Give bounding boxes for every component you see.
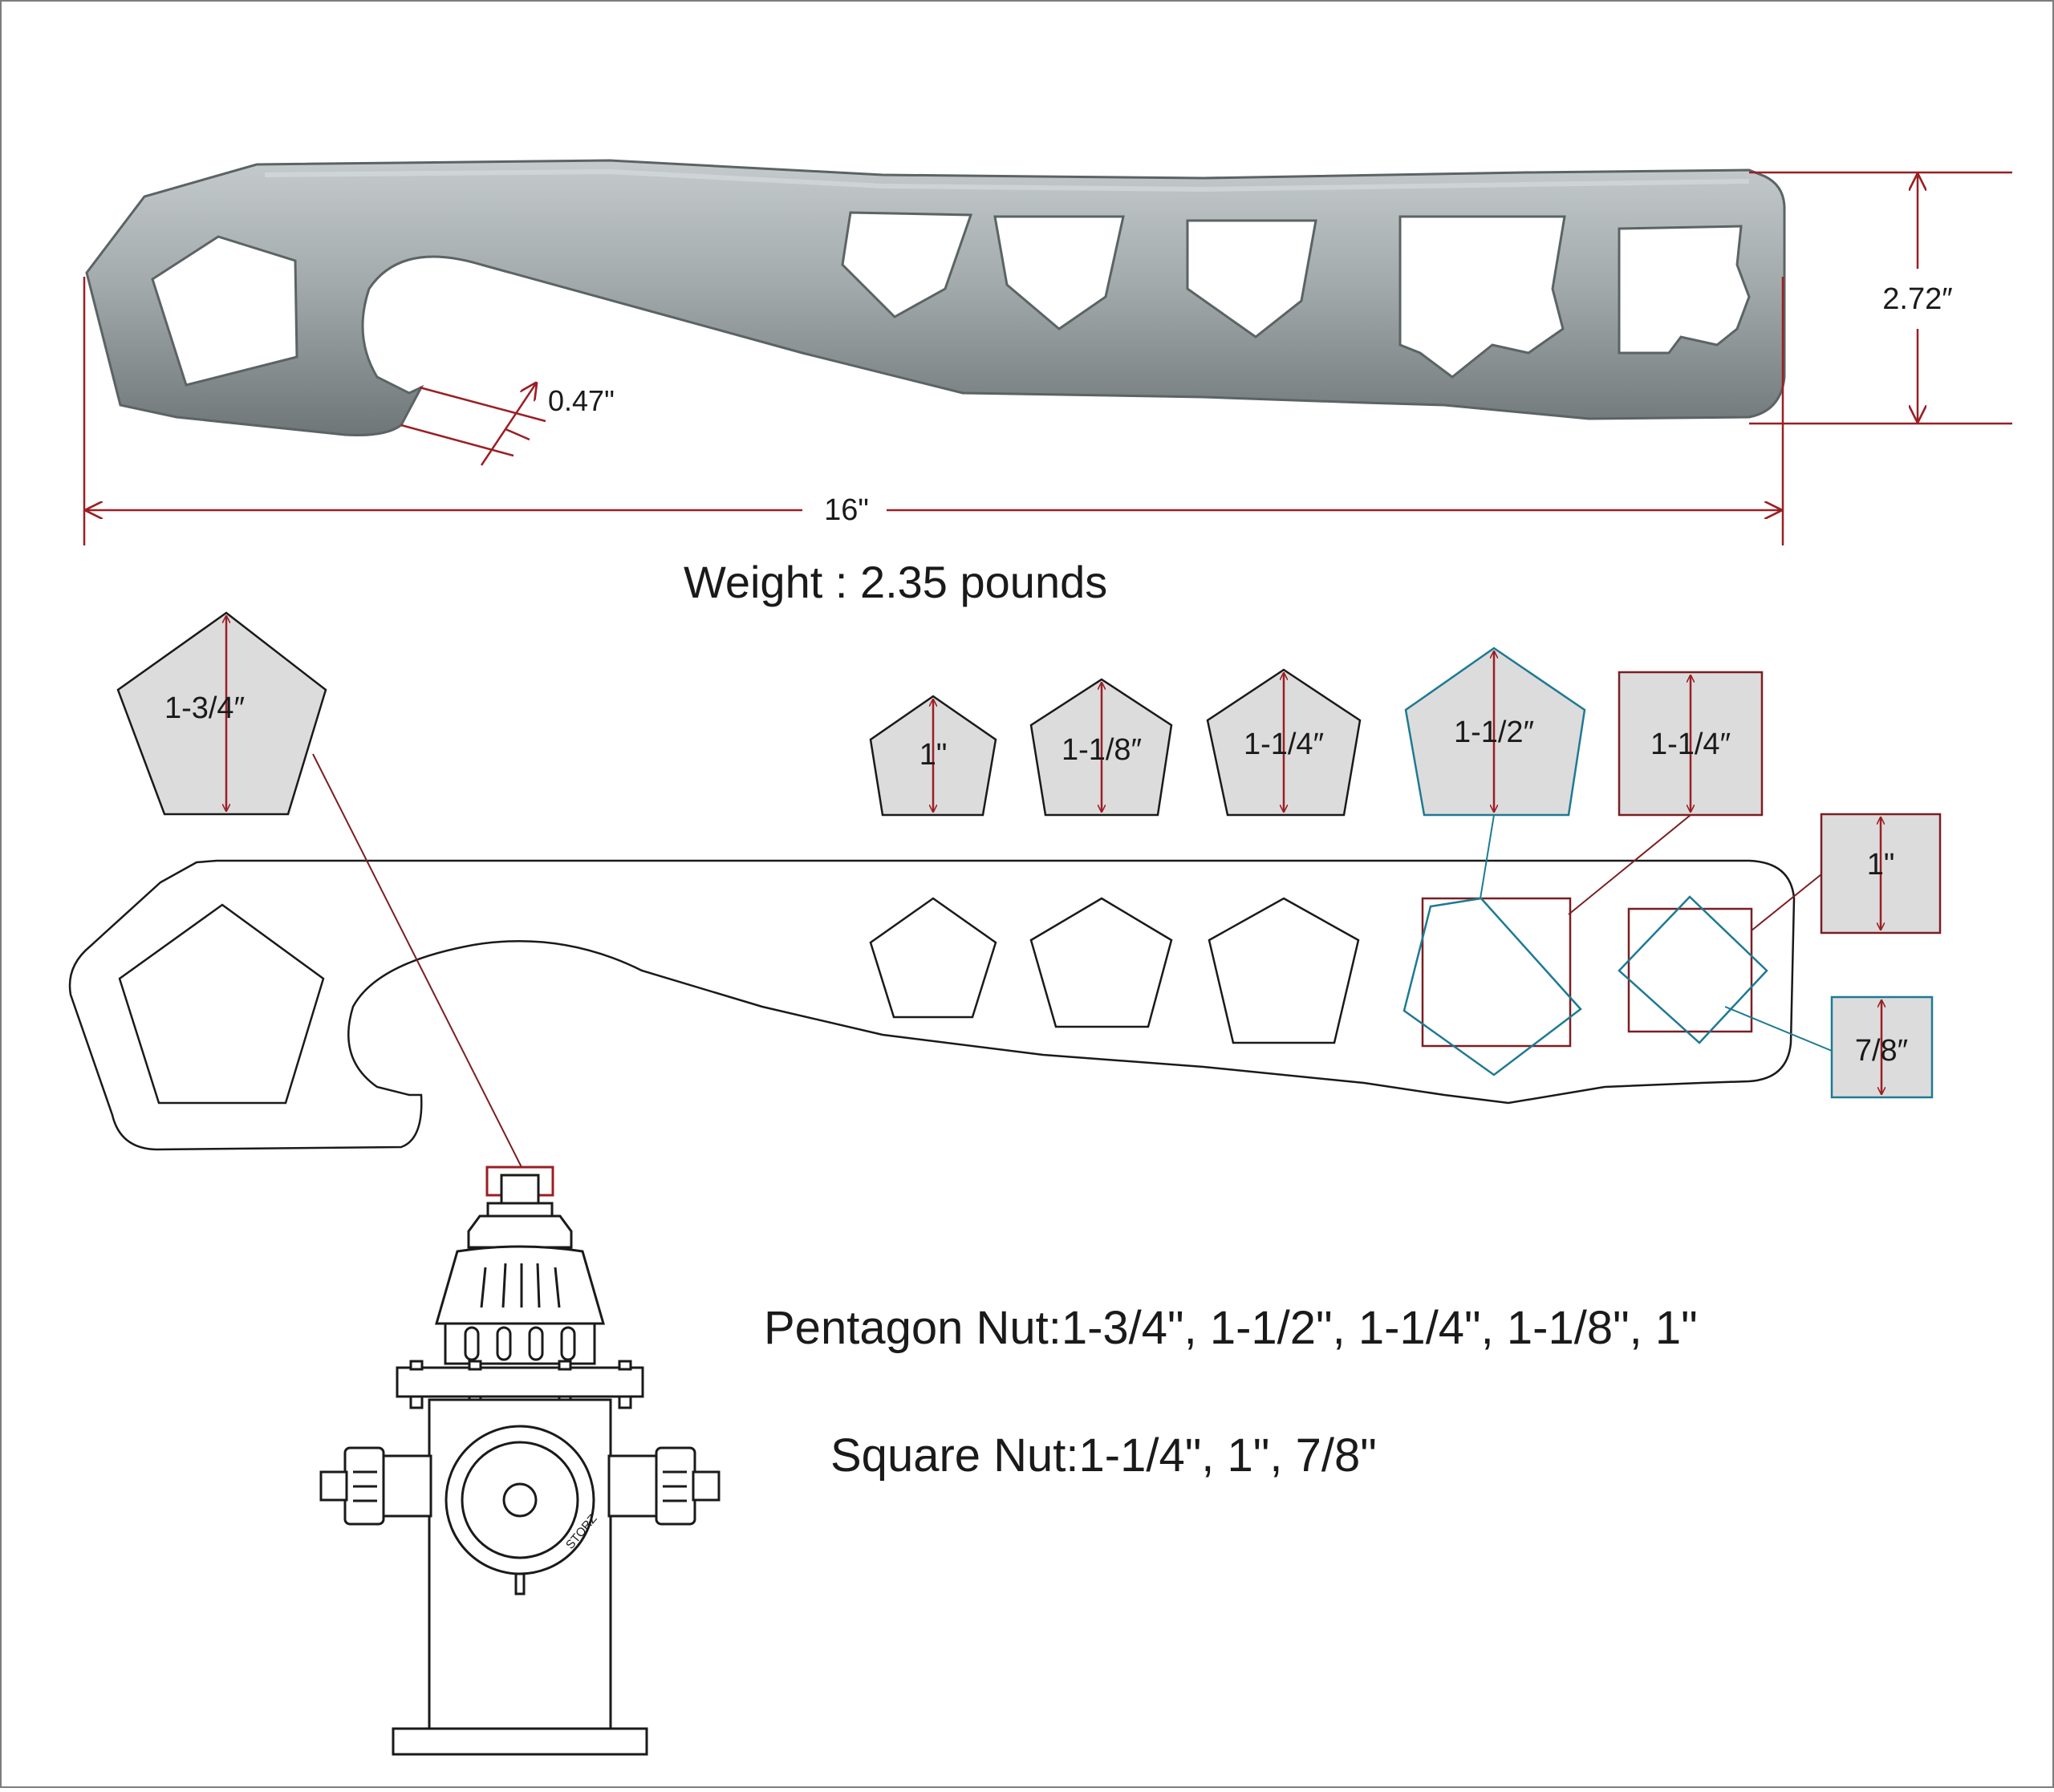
hydrant-base-plate [392, 1727, 648, 1756]
label-pent-1-1-2: 1-1/2″ [1454, 716, 1534, 749]
hydrant-skirt-flutes [464, 1326, 576, 1361]
label-sq-1-1-4: 1-1/4″ [1650, 728, 1731, 761]
gap-arrow-upper [480, 383, 536, 466]
leader-1-1-2 [1480, 814, 1495, 899]
hydrant-dome-skirt [444, 1322, 596, 1365]
gap-ext-2 [400, 424, 514, 457]
fire-hydrant [319, 1166, 721, 1756]
hydrant-dome-ribs [480, 1263, 561, 1308]
square-spec: Square Nut:1-1/4", 1", 7/8" [830, 1429, 1377, 1482]
weight-label: Weight : 2.35 pounds [684, 557, 1107, 607]
hydrant-side-nozzle-left [319, 1446, 432, 1526]
wrench-photo-body [85, 159, 1786, 436]
outline-sq-7-8 [1618, 895, 1768, 1044]
outline-pent-1-1-4 [1208, 897, 1360, 1044]
wrench-photo [85, 159, 1786, 436]
label-pent-1: 1" [919, 738, 948, 772]
gap-arrow-lower [505, 428, 530, 441]
nut-labels: 1-3/4″ 1" 1-1/8″ 1-1/4″ 1-1/2″ 1-1/4″ 1"… [164, 691, 1908, 1068]
outline-pent-1-1-8 [1029, 897, 1173, 1028]
pent-nut-1-3-4 [116, 611, 327, 816]
height-label: 2.72″ [1882, 282, 1952, 316]
hydrant-flange [396, 1366, 644, 1398]
label-pent-1-1-8: 1-1/8″ [1062, 733, 1142, 767]
outline-sq-1-1-4 [1421, 897, 1572, 1048]
leader-1-3-4 [312, 753, 522, 1168]
leader-sq-7-8 [1724, 1006, 1833, 1052]
label-pent-1-3-4: 1-3/4″ [164, 691, 245, 725]
hydrant-bonnet-dome [435, 1245, 605, 1325]
hydrant-cap-nut [502, 1482, 538, 1518]
nut-callouts [116, 611, 1942, 1099]
pentagon-spec: Pentagon Nut:1-3/4", 1-1/2", 1-1/4", 1-1… [764, 1302, 1698, 1354]
wrench-outline-body [68, 859, 1796, 1151]
hydrant-op-nut [500, 1174, 540, 1205]
length-label: 16" [824, 493, 869, 527]
hydrant-side-nozzle-right [607, 1446, 721, 1526]
outline-pent-1-1-2 [1402, 897, 1582, 1076]
outline-pent-1-3-4 [118, 903, 325, 1105]
leader-sq-1-1-4 [1568, 814, 1691, 915]
hook-gap-label: 0.47" [548, 384, 615, 417]
hydrant-bonnet-cap [467, 1214, 573, 1249]
label-sq-7-8: 7/8″ [1855, 1034, 1908, 1068]
leader-sq-1 [1751, 874, 1822, 931]
leader-lines [312, 753, 1833, 1168]
label-pent-1-1-4: 1-1/4″ [1244, 728, 1324, 761]
label-sq-1: 1" [1867, 848, 1895, 882]
outline-pent-1 [869, 897, 997, 1019]
hydrant-port-chain [514, 1572, 526, 1595]
wrench-photo-highlight [264, 168, 1750, 193]
gap-ext-1 [419, 386, 546, 423]
wrench-outline [68, 859, 1796, 1151]
photo-dimensions [83, 171, 2012, 545]
outline-sq-1 [1627, 907, 1753, 1033]
